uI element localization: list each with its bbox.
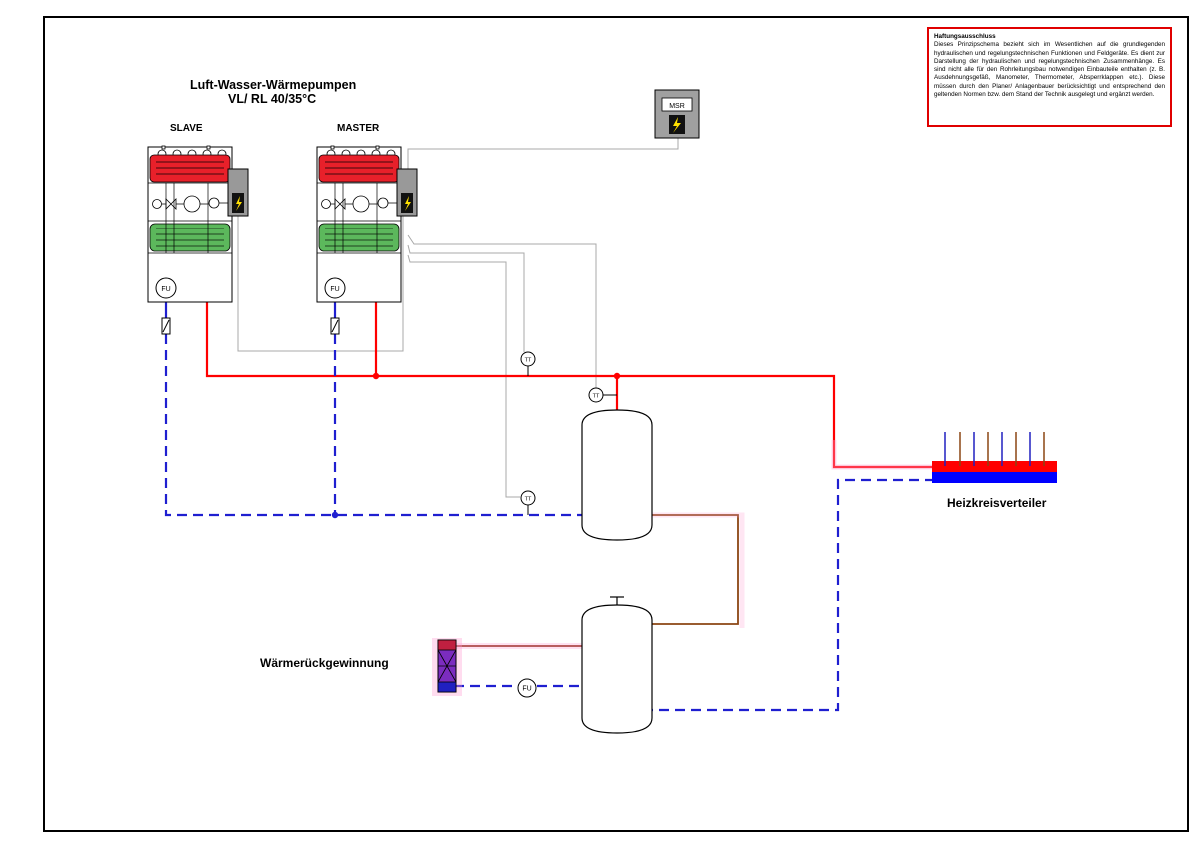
drawing-frame: [43, 16, 1189, 832]
slave-pump-icon: FU: [155, 277, 177, 299]
control-lines: [237, 138, 679, 498]
slave-control-box: [227, 168, 249, 217]
return-lines: [164, 334, 935, 712]
transfer-line: [456, 514, 739, 647]
supply-lines: [205, 252, 935, 469]
buffer-tank: [581, 409, 653, 541]
svg-text:MSR: MSR: [669, 103, 685, 110]
svg-text:TT: TT: [525, 497, 532, 503]
temperature-sensor-supply: TT: [520, 351, 536, 376]
title-line1: Luft-Wasser-Wärmepumpen: [190, 78, 357, 92]
heat-recovery-pump-icon: FU: [517, 678, 537, 698]
disclaimer-box: Haftungsausschluss Dieses Prinzipschema …: [927, 27, 1172, 127]
slave-heat-pump: [147, 145, 233, 303]
svg-text:FU: FU: [522, 686, 531, 693]
master-pump-icon: FU: [324, 277, 346, 299]
master-label: MASTER: [337, 123, 380, 134]
slave-label: SLAVE: [170, 123, 203, 134]
master-control-box: [396, 168, 418, 217]
svg-text:FU: FU: [330, 286, 339, 293]
disclaimer-text: Dieses Prinzipschema bezieht sich im Wes…: [934, 41, 1165, 99]
disclaimer-title: Haftungsausschluss: [934, 33, 996, 40]
slave-check-valve-icon: [161, 317, 171, 335]
msr-controller: MSR: [654, 89, 700, 139]
svg-text:TT: TT: [593, 394, 600, 400]
junction-dots: [331, 372, 621, 519]
heat-recovery-exchanger-icon: [432, 638, 462, 696]
master-check-valve-icon: [330, 317, 340, 335]
temperature-sensor-return: TT: [520, 490, 536, 515]
temperature-sensor-buffer-top: TT: [588, 387, 617, 403]
master-heat-pump: [316, 145, 402, 303]
storage-tank: [581, 596, 653, 734]
title-line2: VL/ RL 40/35°C: [228, 92, 317, 106]
heat-recovery-label: Wärmerückgewinnung: [260, 656, 389, 670]
svg-text:FU: FU: [161, 286, 170, 293]
manifold-label: Heizkreisverteiler: [947, 496, 1047, 510]
heating-manifold: [932, 432, 1057, 483]
svg-text:TT: TT: [525, 358, 532, 364]
